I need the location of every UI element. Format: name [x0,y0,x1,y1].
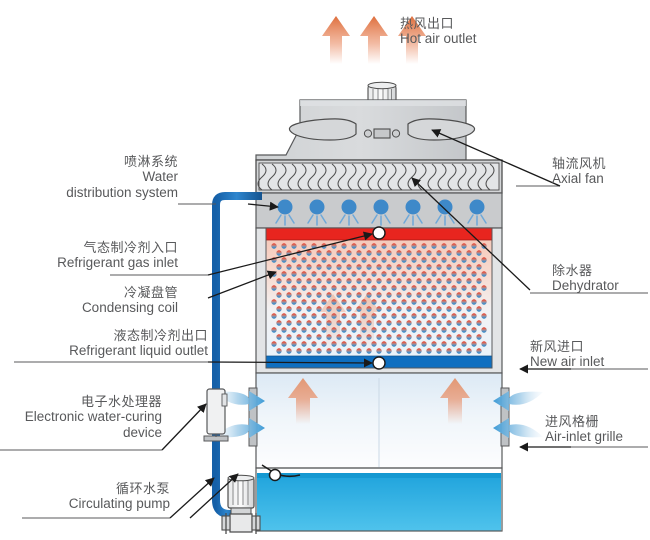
coil-tube-matrix [271,243,487,354]
label-hot-air-outlet-en: Hot air outlet [400,31,477,47]
label-water-curing-en1: Electronic water-curing [24,409,162,425]
label-condensing-coil-cn: 冷凝盘管 [123,285,178,300]
coil-port-markers [372,226,386,370]
label-circulating-pump-en: Circulating pump [68,496,170,512]
electronic-water-curing-device[interactable] [203,388,229,442]
label-axial-fan-cn: 轴流风机 [552,156,607,171]
circulating-pump[interactable] [221,474,261,534]
inlet-air-arrows-left [215,391,265,438]
label-hot-air-outlet-cn: 热风出口 [400,16,455,31]
label-air-inlet-grille-en: Air-inlet grille [545,429,624,445]
float-valve [261,464,301,482]
label-water-distribution-en1: Water [142,169,178,185]
circulating-water-pipe [212,192,262,518]
label-axial-fan-en: Axial fan [552,171,604,187]
air-inlet-grille-left [248,387,258,447]
label-refrigerant-gas-inlet-en: Refrigerant gas inlet [57,255,178,271]
inlet-air-arrows-right [493,391,543,438]
label-refrigerant-liquid-outlet: 液态制冷剂出口 Refrigerant liquid outlet [0,328,208,359]
basin-rising-air-arrows [288,378,470,424]
label-new-air-inlet-en: New air inlet [530,354,605,370]
label-water-distribution-cn: 喷淋系统 [123,154,178,169]
label-circulating-pump: 循环水泵 Circulating pump [0,481,170,512]
condensing-coil [265,227,493,369]
label-air-inlet-grille: 进风格栅 Air-inlet grille [545,414,650,445]
basin-plenum [255,372,503,469]
air-inlet-grille-right [500,387,510,447]
label-dehydrator: 除水器 Dehydrator [552,263,650,294]
dehydrator-wave-pack [255,159,503,194]
label-water-distribution-en2: distribution system [66,185,178,201]
spray-nozzles [275,199,487,226]
label-water-curing-cn: 电子水处理器 [80,394,162,409]
label-hot-air-outlet: 热风出口 Hot air outlet [400,16,630,47]
callout-arrows [161,129,571,519]
label-refrigerant-gas-inlet-cn: 气态制冷剂入口 [83,240,178,255]
label-air-inlet-grille-cn: 进风格栅 [545,414,600,429]
label-refrigerant-liquid-outlet-cn: 液态制冷剂出口 [113,328,208,343]
label-dehydrator-cn: 除水器 [552,263,593,278]
hot-air-outlet-arrows [322,16,426,64]
label-electronic-water-curing-device: 电子水处理器 Electronic water-curing device [0,394,162,441]
label-water-distribution-system: 喷淋系统 Water distribution system [0,154,178,201]
label-new-air-inlet-cn: 新风进口 [530,339,585,354]
label-water-curing-en2: device [122,425,162,441]
basin-water [255,467,503,532]
label-refrigerant-gas-inlet: 气态制冷剂入口 Refrigerant gas inlet [0,240,178,271]
label-dehydrator-en: Dehydrator [552,278,619,294]
label-new-air-inlet: 新风进口 New air inlet [530,339,650,370]
label-axial-fan: 轴流风机 Axial fan [552,156,650,187]
label-condensing-coil: 冷凝盘管 Condensing coil [0,285,178,316]
label-condensing-coil-en: Condensing coil [81,300,178,316]
label-refrigerant-liquid-outlet-en: Refrigerant liquid outlet [69,343,208,359]
label-circulating-pump-cn: 循环水泵 [115,481,170,496]
